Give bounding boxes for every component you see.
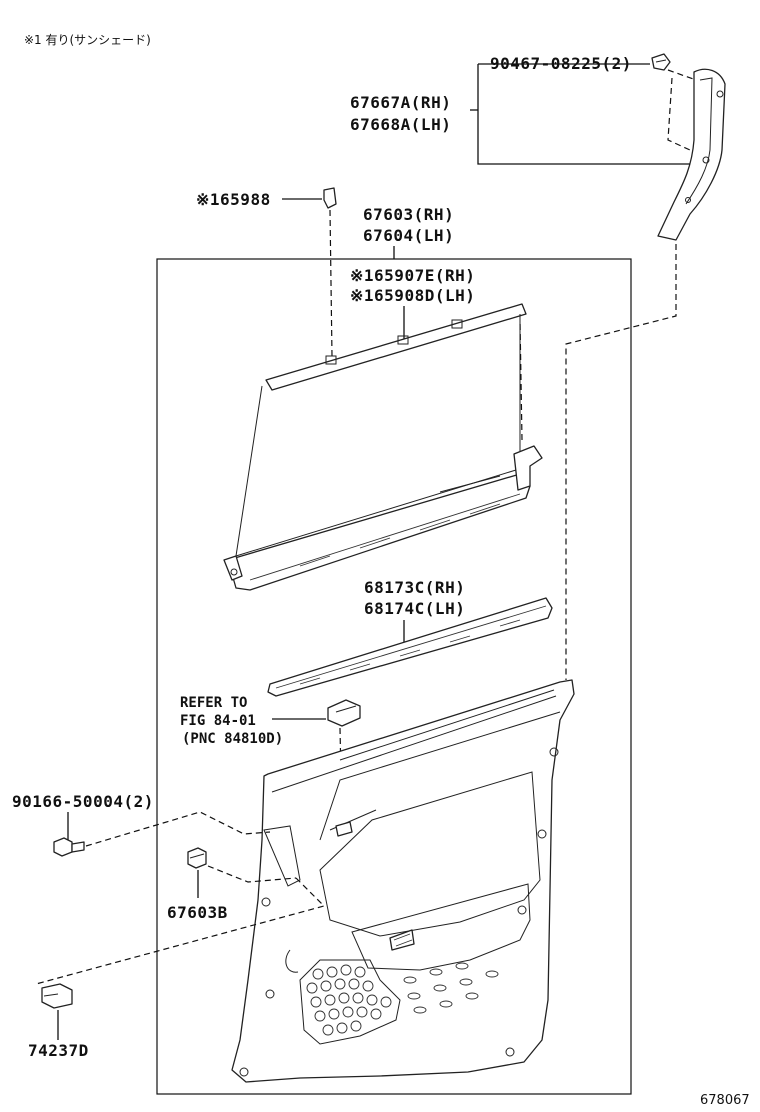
label-65988: ※165988 [196, 190, 271, 209]
label-68173c: 68173C(RH) [364, 578, 465, 597]
diagram-code: 678067 [700, 1093, 750, 1108]
label-90467-08225: 90467-08225(2) [490, 54, 632, 73]
upper-garnish-part [657, 68, 726, 241]
screw-90166-part [53, 837, 85, 857]
sunshade-note: ※1 有り(サンシェード) [24, 33, 151, 47]
cap-74237d-part [41, 983, 73, 1009]
label-fig-84-01: FIG 84-01 [180, 713, 256, 729]
label-67603b: 67603B [167, 903, 228, 922]
clip-65988-part [323, 187, 337, 209]
screw-90467-part [651, 53, 671, 71]
leader-67667a [477, 64, 690, 165]
label-67603: 67603(RH) [363, 205, 454, 224]
label-pnc-84810d: (PNC 84810D) [182, 731, 283, 747]
weatherstrip-part [267, 597, 553, 697]
label-90166-50004: 90166-50004(2) [12, 792, 154, 811]
label-67667a: 67667A(RH) [350, 93, 451, 112]
label-67604: 67604(LH) [363, 226, 454, 245]
switch-part [327, 699, 361, 727]
label-74237d: 74237D [28, 1041, 89, 1060]
label-65907e: ※165907E(RH) [350, 266, 475, 285]
door-trim-board-part [231, 679, 575, 1083]
label-68174c: 68174C(LH) [364, 599, 465, 618]
label-refer-to: REFER TO [180, 695, 247, 711]
sunshade-part [223, 303, 543, 591]
label-67668a: 67668A(LH) [350, 115, 451, 134]
label-65908d: ※165908D(LH) [350, 286, 475, 305]
clip-67603b-part [187, 847, 207, 869]
